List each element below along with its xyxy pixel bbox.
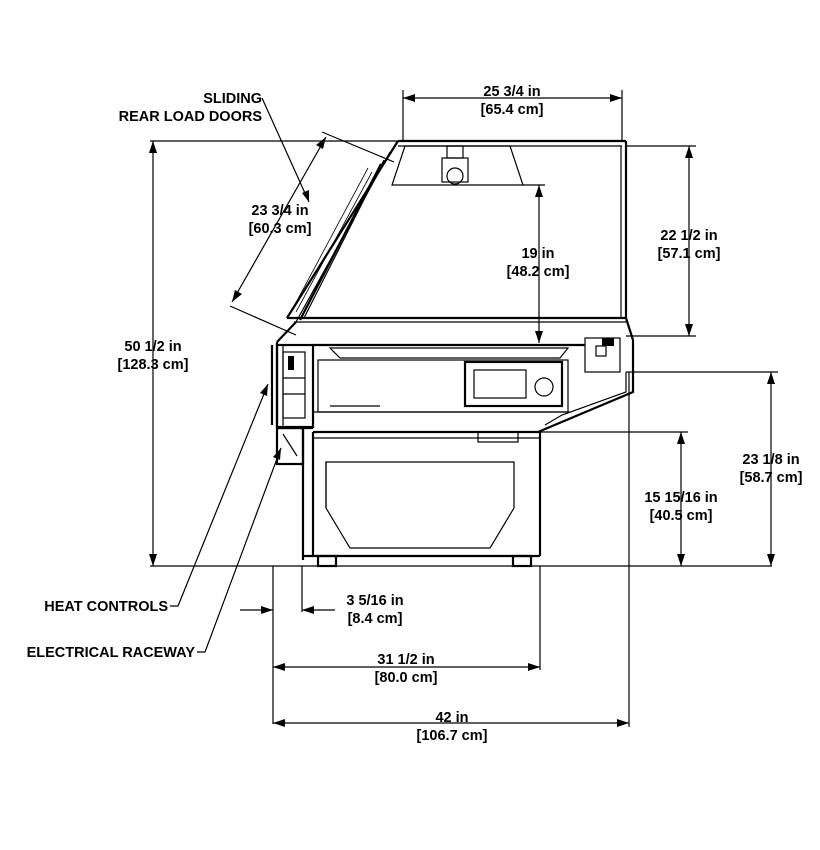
electrical-raceway [275, 426, 305, 466]
glass-length-in: 23 3/4 in [251, 203, 308, 219]
top-width-cm: [65.4 cm] [481, 102, 544, 118]
overall-depth-in: 42 in [435, 710, 468, 726]
glass-length-cm: [60.3 cm] [249, 221, 312, 237]
callout-labels: SLIDING REAR LOAD DOORS HEAT CONTROLS EL… [27, 91, 263, 661]
inner-height-in: 19 in [521, 246, 554, 262]
heated-well [313, 343, 585, 413]
overall-height-in: 50 1/2 in [124, 339, 181, 355]
sliding-door-glass [286, 140, 399, 323]
dimension-lines [149, 90, 778, 727]
rear-offset-cm: [8.4 cm] [348, 611, 403, 627]
heat-controls-label: HEAT CONTROLS [44, 599, 168, 615]
overall-height-cm: [128.3 cm] [118, 357, 189, 373]
overall-depth-cm: [106.7 cm] [417, 728, 488, 744]
base-cabinet [301, 428, 542, 568]
canopy-height-cm: [57.1 cm] [658, 246, 721, 262]
callout-leaders [170, 97, 310, 653]
top-width-in: 25 3/4 in [483, 84, 540, 100]
rear-load-doors-label: REAR LOAD DOORS [119, 109, 263, 125]
base-depth-cm: [80.0 cm] [375, 670, 438, 686]
base-height-in: 15 15/16 in [644, 490, 717, 506]
base-height-cm: [40.5 cm] [650, 508, 713, 524]
electrical-raceway-label: ELECTRICAL RACEWAY [27, 645, 196, 661]
dimension-labels: 25 3/4 in [65.4 cm] 23 3/4 in [60.3 cm] … [118, 84, 803, 744]
sliding-label: SLIDING [203, 91, 262, 107]
inner-height-cm: [48.2 cm] [507, 264, 570, 280]
counter-height-in: 23 1/8 in [742, 452, 799, 468]
base-depth-in: 31 1/2 in [377, 652, 434, 668]
display-case [150, 139, 772, 568]
rear-offset-in: 3 5/16 in [346, 593, 403, 609]
heat-lamp-hood [391, 145, 524, 186]
canopy-height-in: 22 1/2 in [660, 228, 717, 244]
counter-height-cm: [58.7 cm] [740, 470, 803, 486]
